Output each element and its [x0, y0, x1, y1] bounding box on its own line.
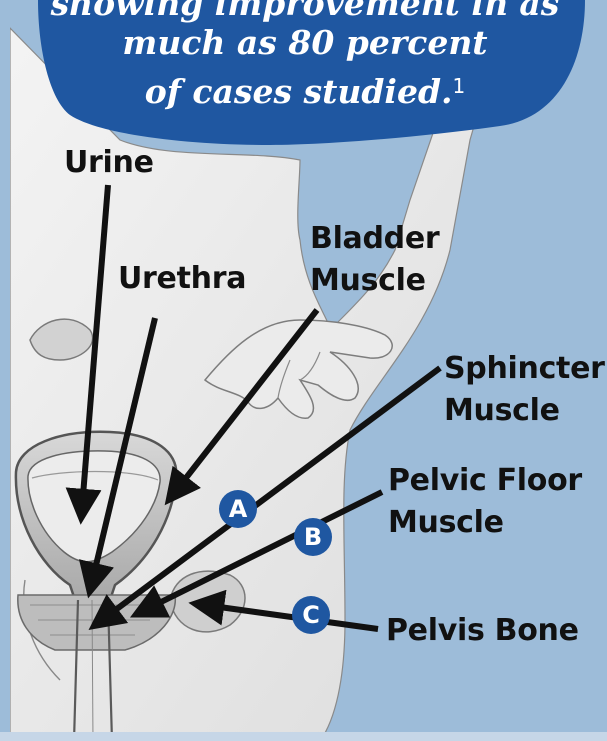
marker-b: B [294, 518, 332, 556]
label-sphincter-line2: Muscle [444, 394, 560, 427]
bottom-border [0, 732, 607, 741]
marker-a: A [219, 490, 257, 528]
label-sphincter-line1: Sphincter [444, 352, 605, 385]
label-pelvic-floor-line2: Muscle [388, 506, 504, 539]
label-urethra: Urethra [118, 262, 246, 295]
callout-line-3: of cases studied.1 [40, 66, 570, 112]
marker-c: C [292, 596, 330, 634]
label-pelvis-bone: Pelvis Bone [386, 614, 579, 647]
callout-line-3-text: of cases studied. [145, 72, 453, 111]
callout-line-1: showing improvement in as [40, 0, 570, 24]
label-urine: Urine [64, 146, 154, 179]
label-bladder-line1: Bladder [310, 222, 439, 255]
callout-footnote: 1 [453, 74, 466, 98]
label-pelvic-floor-line1: Pelvic Floor [388, 464, 582, 497]
callout-line-2: much as 80 percent [40, 23, 570, 63]
label-bladder-line2: Muscle [310, 264, 426, 297]
